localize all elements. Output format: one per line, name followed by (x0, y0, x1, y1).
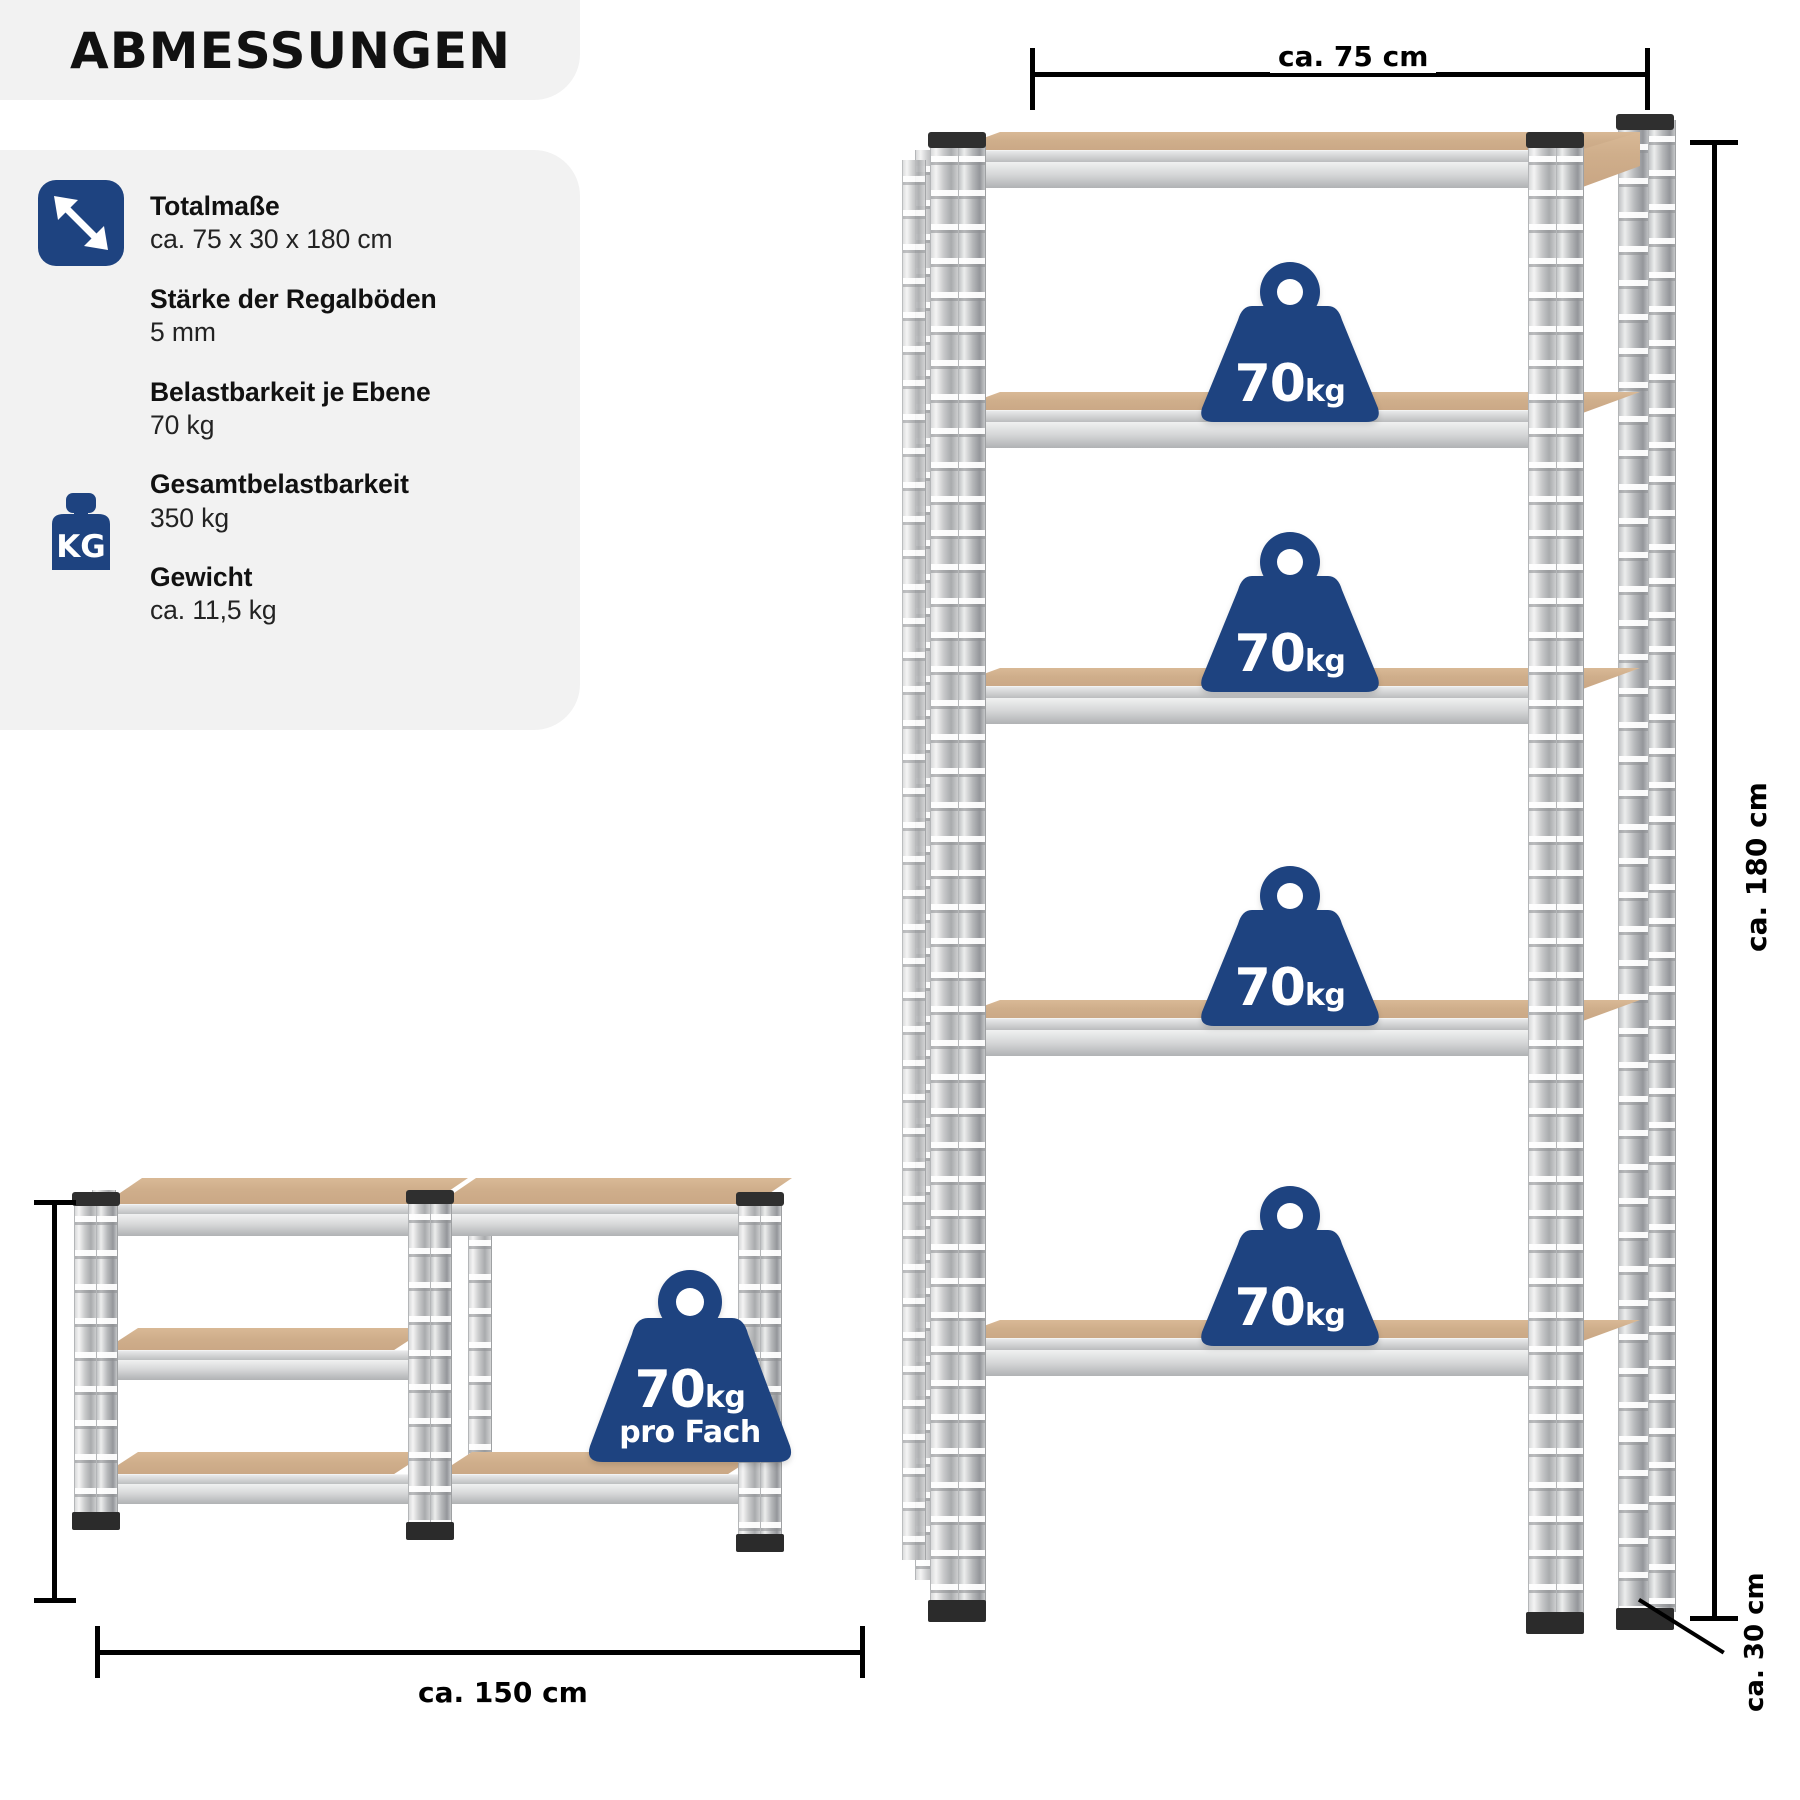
kg-icon-label: KG (56, 529, 105, 565)
weight-badge: 70kg (1180, 528, 1400, 698)
dim-line-tall-width (1030, 72, 1650, 77)
weight-badge: 70kg (1180, 258, 1400, 428)
weight-badge: 70kg (1180, 1182, 1400, 1352)
dim-tick-top (1690, 140, 1738, 145)
dim-label-wide-width: ca. 150 cm (410, 1676, 596, 1709)
spec-value: 350 kg (150, 502, 229, 533)
badge-unit: kg (1304, 1298, 1346, 1333)
weight-badge: 70kg (1180, 862, 1400, 1032)
weight-badge-pro-fach: 70kg pro Fach (570, 1268, 810, 1468)
dim-tick-right2 (860, 1626, 865, 1678)
dim-tick-bottom2 (34, 1598, 76, 1603)
spec-row-gesamtbelastbarkeit: Gesamtbelastbarkeit 350 kg (150, 468, 580, 535)
specs-list: Totalmaße ca. 75 x 30 x 180 cm Stärke de… (150, 190, 580, 654)
page-title: ABMESSUNGEN (70, 22, 511, 80)
spec-title: Gesamtbelastbarkeit (150, 469, 409, 500)
dim-tick-bottom (1690, 1616, 1738, 1621)
dim-line-wide-height (52, 1200, 57, 1602)
spec-value: ca. 75 x 30 x 180 cm (150, 224, 393, 255)
dim-tick-left (1030, 48, 1035, 110)
header-panel (0, 0, 580, 100)
dim-label-tall-width: ca. 75 cm (1270, 40, 1437, 73)
spec-row-belastbarkeit-ebene: Belastbarkeit je Ebene 70 kg (150, 376, 580, 443)
dim-line-tall-height (1712, 140, 1717, 1620)
spec-row-totalmasse: Totalmaße ca. 75 x 30 x 180 cm (150, 190, 580, 257)
badge-number: 70 (1234, 958, 1306, 1018)
spec-title: Belastbarkeit je Ebene (150, 376, 431, 407)
diagonal-arrow-icon (38, 180, 124, 266)
badge-unit: kg (1304, 978, 1346, 1013)
badge-unit: kg (704, 1380, 746, 1415)
spec-title: Totalmaße (150, 191, 280, 221)
badge-number: 70 (1234, 354, 1306, 414)
spec-row-staerke: Stärke der Regalböden 5 mm (150, 283, 580, 350)
badge-number: 70 (1234, 1278, 1306, 1338)
spec-value: 5 mm (150, 317, 216, 348)
dim-line-wide-width (95, 1650, 865, 1655)
spec-row-gewicht: Gewicht ca. 11,5 kg (150, 561, 580, 628)
dim-tick-top2 (34, 1200, 76, 1205)
dim-label-tall-depth: ca. 30 cm (1740, 1564, 1770, 1720)
dim-tick-right (1645, 48, 1650, 110)
dim-label-tall-height: ca. 180 cm (1740, 774, 1773, 960)
dim-tick-left2 (95, 1626, 100, 1678)
spec-value: ca. 11,5 kg (150, 595, 277, 626)
kg-weight-icon: KG (38, 490, 124, 576)
spec-title: Gewicht (150, 562, 253, 593)
badge-unit: kg (1304, 644, 1346, 679)
badge-unit: kg (1304, 374, 1346, 409)
badge-number: 70 (1234, 624, 1306, 684)
badge-number: 70 (634, 1360, 706, 1420)
spec-title: Stärke der Regalböden (150, 283, 437, 314)
badge-subtext: pro Fach (619, 1415, 761, 1450)
spec-value: 70 kg (150, 409, 215, 440)
